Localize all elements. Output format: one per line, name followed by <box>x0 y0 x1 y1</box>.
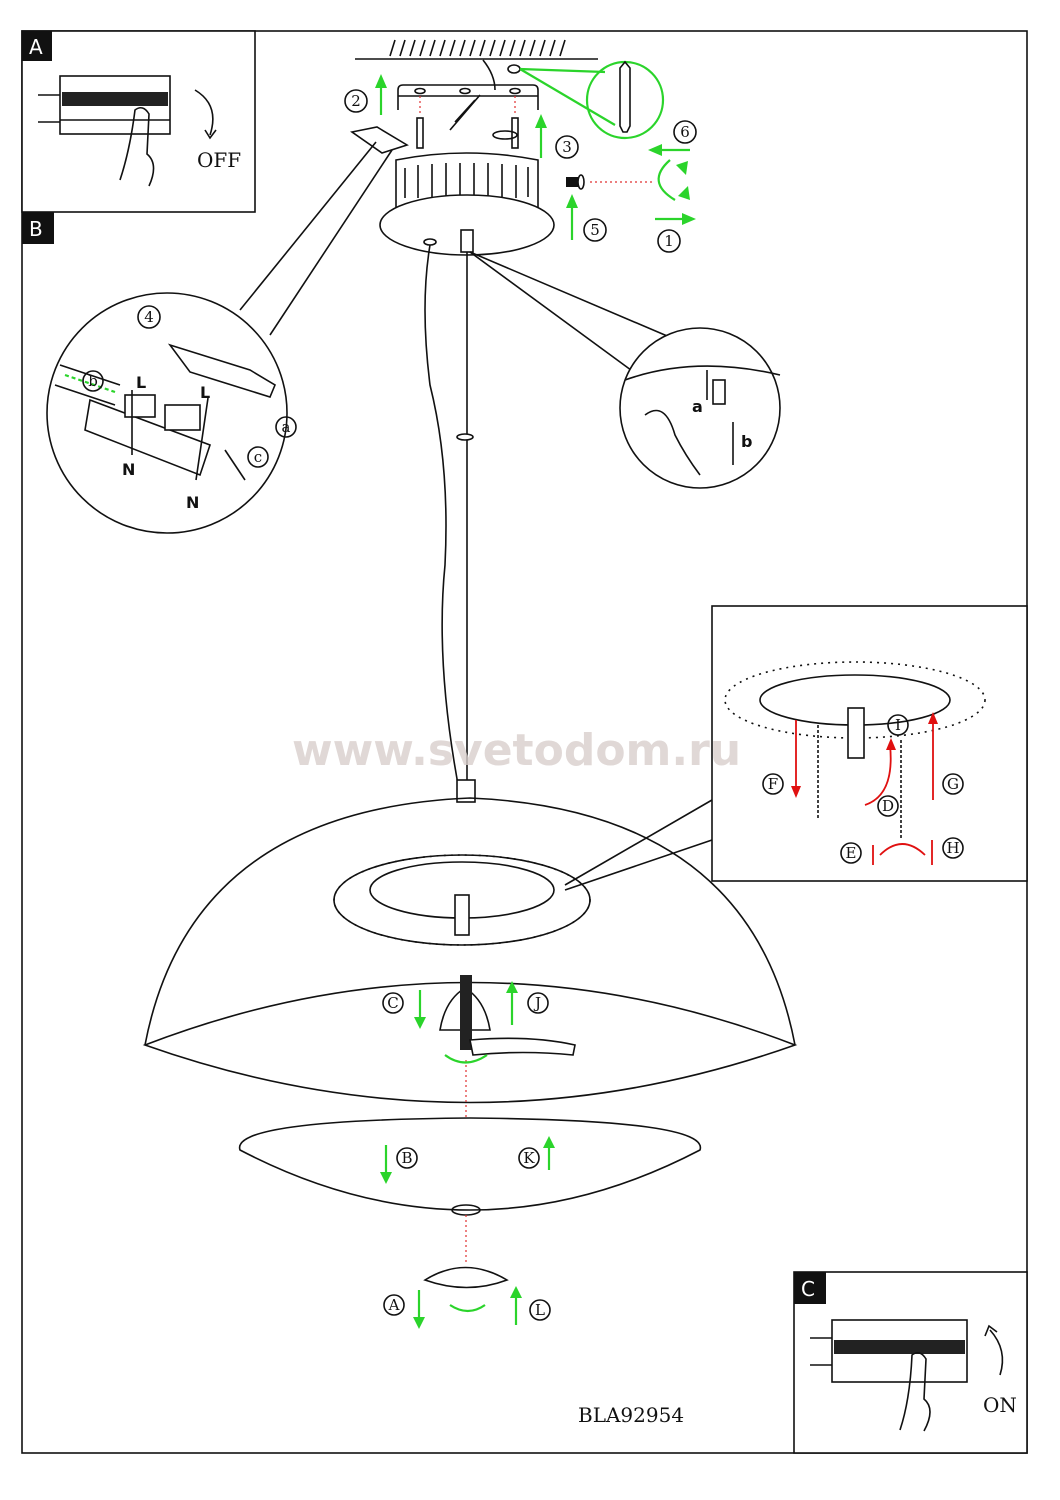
step-5: 5 <box>566 194 607 242</box>
step-3: 3 <box>535 114 579 159</box>
svg-text:b: b <box>88 372 98 390</box>
letter-l: L <box>535 1301 545 1319</box>
screw-icon <box>566 177 578 187</box>
on-label: ON <box>983 1393 1017 1417</box>
letter-e: E <box>846 844 857 862</box>
svg-text:c: c <box>254 448 262 466</box>
panel-a-power-off: A OFF <box>21 30 256 213</box>
breaker-icon <box>38 75 171 135</box>
hand-icon <box>119 106 155 187</box>
step-2: 2 <box>344 74 387 115</box>
panel-b-tag: B <box>29 217 43 241</box>
letter-a: A <box>388 1296 400 1314</box>
terminal-block <box>350 126 409 154</box>
panel-c-tag: C <box>801 1277 815 1301</box>
height-adjust-detail: a b <box>619 327 781 489</box>
hand-icon <box>899 1351 931 1432</box>
letter-k: K <box>523 1149 535 1167</box>
svg-text:5: 5 <box>590 221 600 239</box>
canopy <box>379 152 555 256</box>
svg-text:4: 4 <box>144 308 154 326</box>
svg-text:b: b <box>741 432 752 451</box>
wall-plug-callout <box>519 60 665 140</box>
letter-c: C <box>387 994 398 1012</box>
svg-text:3: 3 <box>562 138 572 156</box>
led-detail: F G D I E H <box>711 605 1028 882</box>
svg-text:6: 6 <box>680 123 690 141</box>
svg-text:2: 2 <box>351 92 361 110</box>
letter-g: G <box>947 775 959 793</box>
mounting-bracket <box>397 84 539 149</box>
power-cable <box>424 244 461 796</box>
panel-c-power-on: C ON <box>793 1271 1028 1454</box>
letter-i: I <box>895 716 901 734</box>
neutral-wire-label: N <box>122 460 135 479</box>
led-module <box>333 854 591 946</box>
rotate-arrow-icon <box>989 1329 1004 1376</box>
model-number: BLA92954 <box>578 1403 684 1427</box>
finial: A L <box>383 1215 551 1329</box>
letter-h: H <box>946 839 959 857</box>
ceiling <box>355 39 598 91</box>
neutral-wire-label-2: N <box>186 493 199 512</box>
live-wire-label: L <box>136 373 146 392</box>
svg-text:a: a <box>282 418 291 436</box>
svg-text:a: a <box>692 397 703 416</box>
letter-j: J <box>533 994 541 1012</box>
live-wire-label-2: L <box>200 383 210 402</box>
off-label: OFF <box>197 148 241 172</box>
letter-d: D <box>882 797 894 815</box>
lamp-shade <box>142 797 798 1104</box>
letter-b: B <box>401 1149 412 1167</box>
step-6: 6 <box>648 120 697 201</box>
watermark: www.svetodom.ru <box>292 725 741 776</box>
rotate-arrow-icon <box>194 89 214 136</box>
wiring-detail: L L N N b a c <box>46 292 297 534</box>
diffuser: B K <box>238 1117 702 1216</box>
step-4: 4 <box>137 305 161 329</box>
svg-text:1: 1 <box>664 232 674 250</box>
panel-a-tag: A <box>29 35 43 59</box>
letter-f: F <box>768 775 778 793</box>
step-1: 1 <box>655 213 696 253</box>
